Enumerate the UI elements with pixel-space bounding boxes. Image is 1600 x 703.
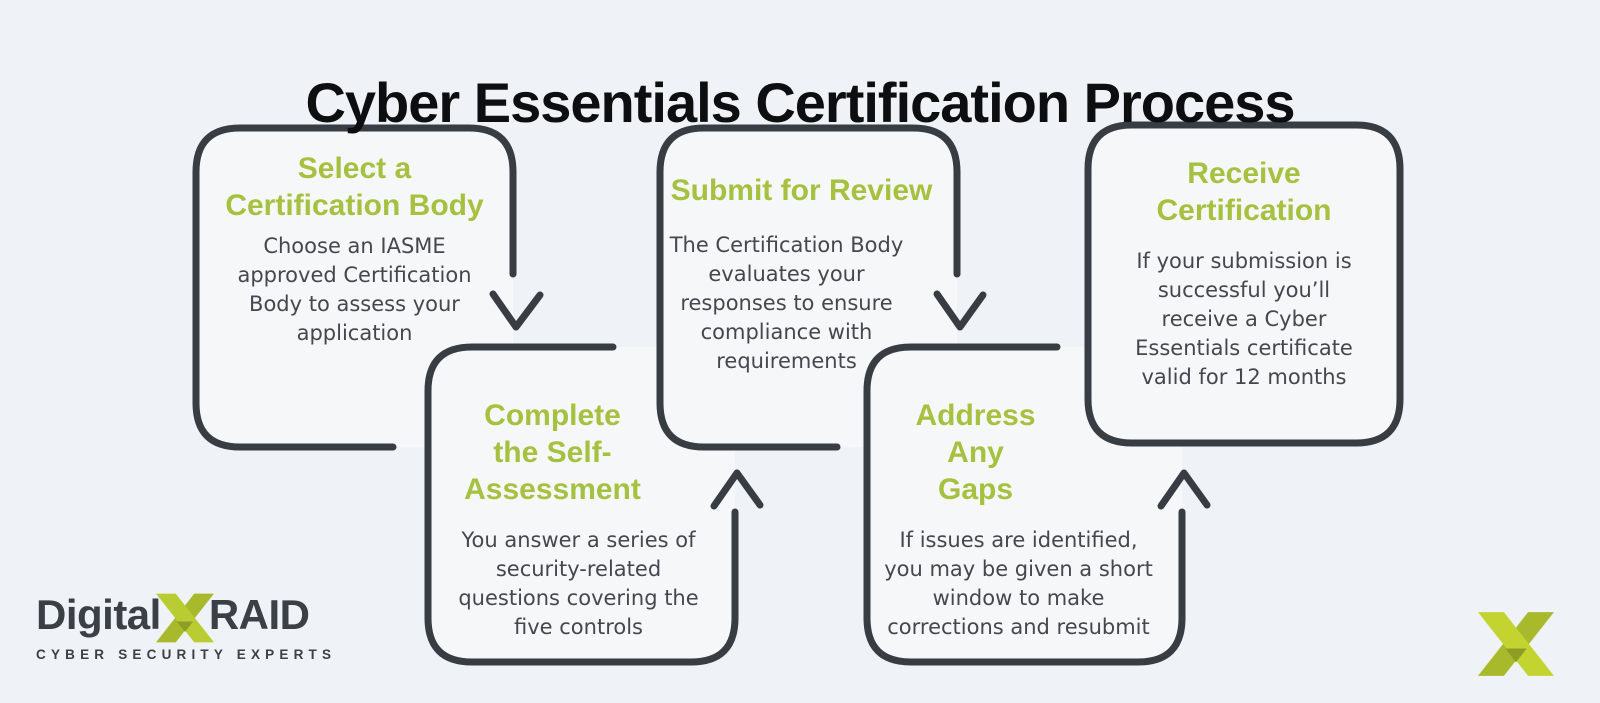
logo-tagline: CYBER SECURITY EXPERTS xyxy=(36,647,337,662)
step-1-heading: Select a Certification Body xyxy=(225,152,484,222)
arrow-up-2-icon xyxy=(1157,469,1211,510)
logo-text-raid: RAID xyxy=(208,591,310,638)
step-card-3: Submit for Review The Certification Body… xyxy=(660,128,957,376)
step-3-box-outline xyxy=(656,124,961,451)
x-mark-icon xyxy=(155,593,214,643)
arrow-down-2-icon xyxy=(933,290,987,331)
digitalxraid-logo: Digital RAID CYBER SECURITY EXPERTS xyxy=(36,590,336,662)
logo-text-digital: Digital xyxy=(36,591,161,638)
arrow-up-1-icon xyxy=(710,469,764,510)
arrow-down-1-icon xyxy=(489,290,544,331)
step-2-box-outline xyxy=(424,343,739,666)
step-3-body: The Certification Body evaluates your re… xyxy=(669,233,904,373)
step-1-body: Choose an IASME approved Certification B… xyxy=(237,234,472,345)
step-4-heading: Address Any Gaps xyxy=(915,399,1036,506)
step-3-heading: Submit for Review xyxy=(670,174,933,207)
step-5-card-fill xyxy=(1088,125,1400,443)
step-4-body: If issues are identified, you may be giv… xyxy=(884,528,1153,639)
step-2-heading: Complete the Self- Assessment xyxy=(464,399,641,506)
step-card-1: Select a Certification Body Choose an IA… xyxy=(196,128,513,348)
step-5-box-outline xyxy=(1084,121,1404,447)
step-2-body: You answer a series of security-related … xyxy=(458,528,699,639)
step-5-heading: Receive Certification xyxy=(1156,157,1332,227)
step-card-5: Receive Certification If your submission… xyxy=(1088,125,1400,392)
step-card-4: Address Any Gaps If issues are identifie… xyxy=(867,347,1182,642)
step-card-2: Complete the Self- Assessment You answer… xyxy=(428,347,735,642)
step-1-box-outline xyxy=(192,124,517,451)
x-mark-icon xyxy=(1478,612,1554,676)
step-5-body: If your submission is successful you’ll … xyxy=(1135,249,1353,389)
step-2-card-fill xyxy=(428,347,735,662)
page-title: Cyber Essentials Certification Process xyxy=(305,70,1295,134)
step-4-box-outline xyxy=(863,343,1186,666)
